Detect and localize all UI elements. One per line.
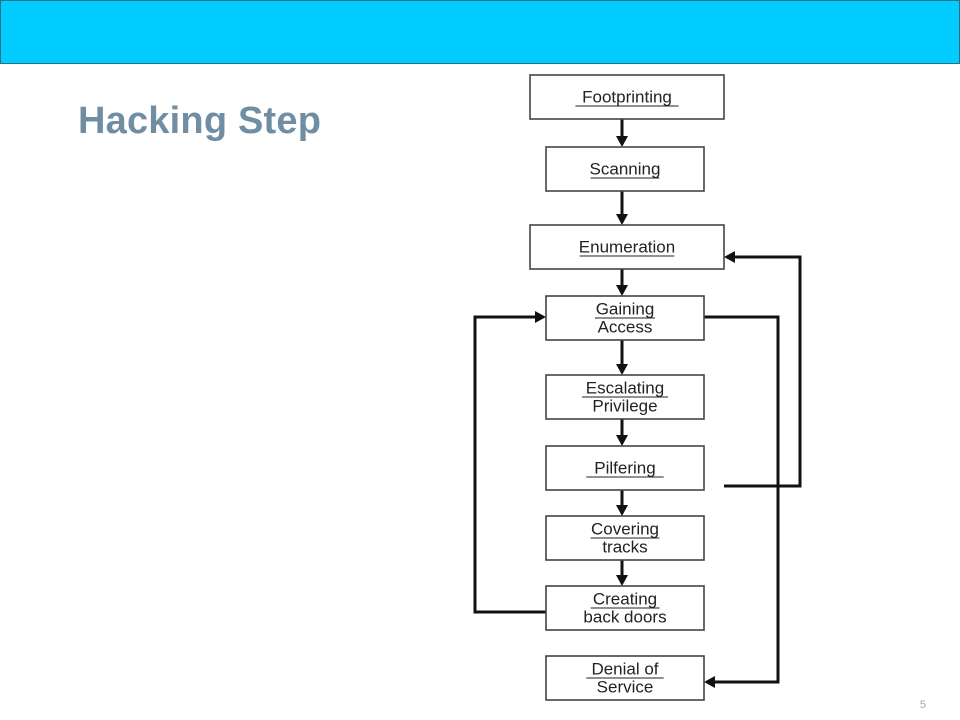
node-label: Pilfering: [594, 458, 655, 477]
flow-node-enumeration: Enumeration: [529, 224, 725, 270]
arrowhead: [616, 435, 628, 446]
node-label: Scanning: [590, 159, 661, 178]
page-number: 5: [919, 699, 926, 711]
node-label: Gaining: [596, 299, 655, 318]
edge-creating-back-doors-to-gaining-access: [473, 311, 546, 614]
edge-pilfering-to-enumeration: [724, 251, 802, 488]
arrowhead: [704, 676, 715, 688]
node-label: Covering: [591, 519, 659, 538]
node-label: Enumeration: [579, 237, 675, 256]
node-label: Access: [598, 317, 653, 336]
node-label: Creating: [593, 589, 657, 608]
flow-node-pilfering: Pilfering: [545, 445, 705, 491]
flow-node-footprinting: Footprinting: [529, 74, 725, 120]
node-label: Service: [597, 677, 654, 696]
connector-line: [724, 255, 802, 488]
arrowhead: [616, 214, 628, 225]
edge-pilfering-to-covering-tracks: [616, 490, 628, 516]
node-label: Privilege: [592, 396, 657, 415]
node-box: [529, 74, 725, 120]
node-label: tracks: [602, 537, 647, 556]
arrowhead: [724, 251, 735, 263]
node-box: [529, 224, 725, 270]
edge-enumeration-to-gaining-access: [616, 269, 628, 296]
node-layer: FootprintingScanningEnumerationGainingAc…: [529, 74, 725, 701]
header-bar: [0, 0, 960, 64]
slide-title: Hacking Step: [78, 100, 322, 142]
node-label: Footprinting: [582, 87, 672, 106]
node-label: Denial of: [591, 659, 658, 678]
connector-line: [473, 315, 546, 614]
node-box: [545, 146, 705, 192]
arrowhead: [535, 311, 546, 323]
connector-line: [704, 315, 780, 684]
arrowhead: [616, 364, 628, 375]
flow-node-scanning: Scanning: [545, 146, 705, 192]
arrowhead: [616, 505, 628, 516]
edge-gaining-access-to-escalating-privilege: [616, 340, 628, 375]
edge-footprinting-to-scanning: [616, 119, 628, 147]
arrowhead: [616, 136, 628, 147]
node-label: back doors: [583, 607, 666, 626]
edge-scanning-to-enumeration: [616, 191, 628, 225]
edge-gaining-access-to-denial-of-service: [704, 315, 780, 688]
node-label: Escalating: [586, 378, 664, 397]
edge-escalating-privilege-to-pilfering: [616, 419, 628, 446]
arrowhead: [616, 285, 628, 296]
edge-covering-tracks-to-creating-back-doors: [616, 560, 628, 586]
connector-layer: [473, 119, 802, 688]
node-box: [545, 445, 705, 491]
arrowhead: [616, 575, 628, 586]
